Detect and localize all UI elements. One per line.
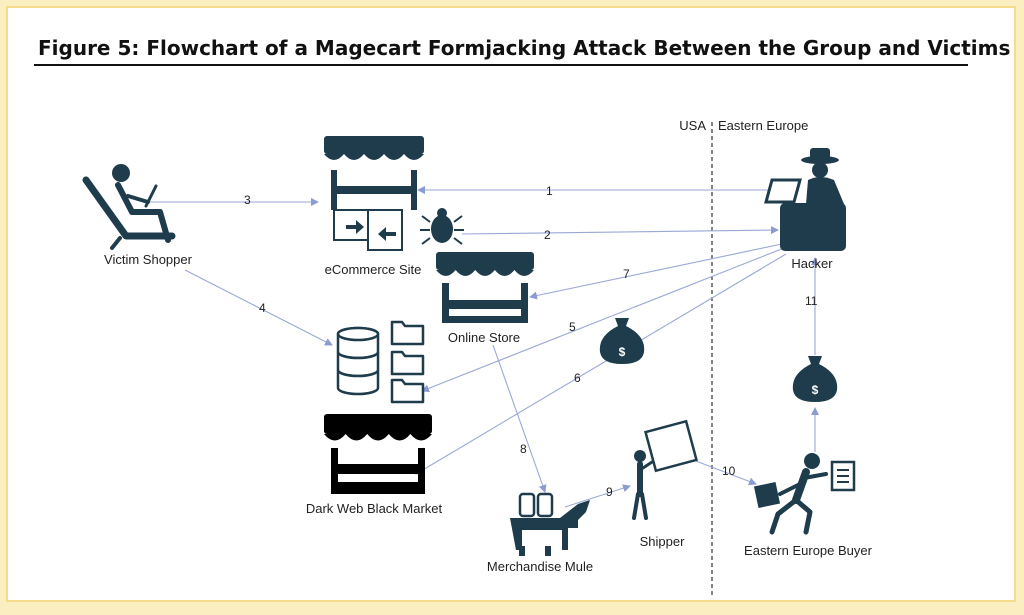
arrow-4 xyxy=(184,269,333,346)
merchandise-mule-label: Merchandise Mule xyxy=(487,559,593,574)
title-underline xyxy=(34,64,968,66)
step-number-9: 9 xyxy=(606,485,613,499)
step-number-10: 10 xyxy=(722,464,736,478)
arrow-2 xyxy=(461,226,779,235)
person-carrying-box-icon xyxy=(632,419,698,520)
region-label-eastern-europe: Eastern Europe xyxy=(718,118,808,133)
reclining-person-laptop-icon xyxy=(82,164,176,250)
online-store-label: Online Store xyxy=(448,330,520,345)
folder-icon xyxy=(390,320,425,404)
dark-web-storefront-icon xyxy=(324,414,433,494)
svg-text:$: $ xyxy=(619,345,626,359)
step-number-5: 5 xyxy=(569,320,576,334)
step-number-3: 3 xyxy=(244,193,251,207)
money-bag-icon: $ xyxy=(792,356,838,402)
dark-web-label: Dark Web Black Market xyxy=(306,501,443,516)
arrow-9 xyxy=(564,484,631,508)
arrow-6 xyxy=(415,253,787,475)
step-number-4: 4 xyxy=(259,301,266,315)
figure-title: Figure 5: Flowchart of a Magecart Formja… xyxy=(38,36,1011,60)
storefront-icon xyxy=(324,136,424,210)
ecommerce-site-label: eCommerce Site xyxy=(325,262,422,277)
victim-shopper-label: Victim Shopper xyxy=(104,252,193,267)
hacker-at-laptop-icon xyxy=(764,148,846,251)
shipper-label: Shipper xyxy=(640,534,685,549)
database-icon xyxy=(336,326,380,396)
svg-text:$: $ xyxy=(812,383,819,397)
step-number-8: 8 xyxy=(520,442,527,456)
running-person-icon: $$$ xyxy=(753,453,856,535)
eastern-europe-buyer-label: Eastern Europe Buyer xyxy=(744,543,873,558)
arrow-5 xyxy=(421,247,785,393)
step-number-1: 1 xyxy=(546,184,553,198)
arrow-8 xyxy=(492,344,547,493)
svg-text:$$$: $$$ xyxy=(760,493,774,502)
step-numbers: 1 2 3 4 5 6 7 8 9 10 11 xyxy=(244,184,818,499)
step-number-6: 6 xyxy=(574,371,581,385)
money-bag-icon: $ xyxy=(599,318,645,364)
step-number-11: 11 xyxy=(805,294,818,308)
region-label-usa: USA xyxy=(679,118,706,133)
online-store-icon xyxy=(436,252,534,323)
bug-icon xyxy=(420,208,464,245)
arrow-7 xyxy=(529,243,783,300)
step-number-2: 2 xyxy=(544,228,551,242)
flow-arrows xyxy=(148,186,819,508)
step-number-7: 7 xyxy=(623,267,630,281)
donkey-mule-icon xyxy=(510,492,590,556)
hacker-label: Hacker xyxy=(791,256,833,271)
arrow-10 xyxy=(687,457,757,486)
ecommerce-site-icon xyxy=(324,136,424,251)
